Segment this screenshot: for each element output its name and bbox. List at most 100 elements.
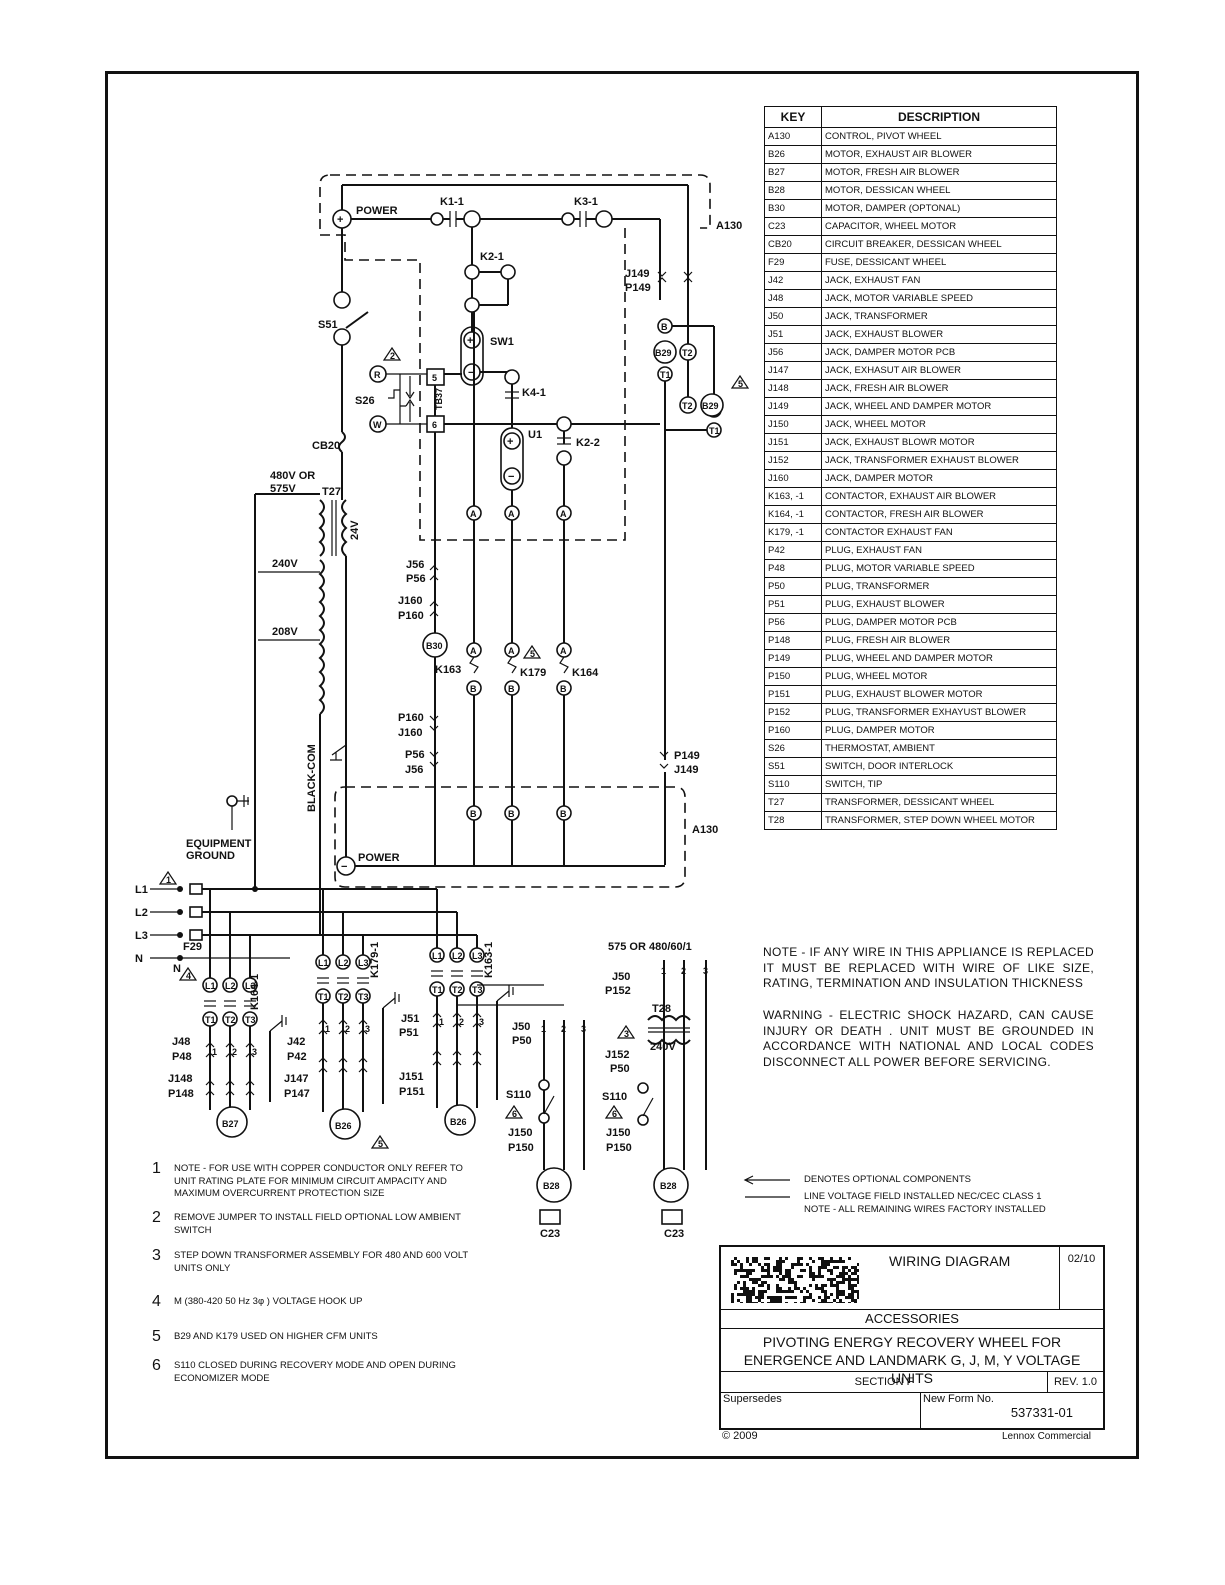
description-line-2: ENERGENCE AND LANDMARK G, J, M, Y VOLTAG…: [743, 1352, 1081, 1386]
s51-label: S51: [318, 319, 338, 331]
p150-label: P150: [508, 1142, 534, 1154]
key-description: PLUG, TRANSFORMER EXHAYUST BLOWER: [821, 703, 1057, 722]
power-label-top: POWER: [356, 205, 398, 217]
key-description: CONTACTOR EXHAUST FAN: [821, 523, 1057, 542]
svg-text:1: 1: [439, 1017, 444, 1027]
description-line-1: PIVOTING ENERGY RECOVERY WHEEL FOR: [762, 1334, 1062, 1350]
key-description: JACK, EXHAUST FAN: [821, 271, 1057, 290]
b29-label-a: B29: [655, 348, 672, 358]
key-description: TRANSFORMER, STEP DOWN WHEEL MOTOR: [821, 811, 1057, 830]
svg-text:B28: B28: [660, 1181, 677, 1191]
svg-text:A: A: [508, 509, 515, 519]
p50-label: P50: [512, 1035, 532, 1047]
j51-label: J51: [401, 1013, 419, 1025]
key-code: B26: [764, 145, 822, 164]
v480-575-a: 480V OR: [270, 470, 315, 482]
key-description: JACK, WHEEL MOTOR: [821, 415, 1057, 434]
svg-text:A: A: [470, 646, 477, 656]
svg-text:L3: L3: [472, 951, 483, 961]
key-code: J56: [764, 343, 822, 362]
sw1-label: SW1: [490, 336, 514, 348]
svg-text:A: A: [560, 646, 567, 656]
key-code: P50: [764, 577, 822, 596]
k2-2-label: K2-2: [576, 437, 600, 449]
svg-text:B26: B26: [335, 1121, 352, 1131]
svg-text:L3: L3: [245, 981, 256, 991]
j150-label: J150: [508, 1127, 532, 1139]
s110-label: S110: [506, 1089, 531, 1101]
key-code: CB20: [764, 235, 822, 254]
key-description: PLUG, EXHAUST FAN: [821, 541, 1057, 560]
title-cell: WIRING DIAGRAM: [720, 1246, 1060, 1310]
n2-label: N: [173, 963, 181, 975]
svg-text:B: B: [560, 809, 567, 819]
motor-b28-a: [536, 1167, 572, 1203]
l3-label: L3: [135, 930, 148, 942]
svg-text:B26: B26: [450, 1117, 467, 1127]
key-description: CONTACTOR, EXHAUST AIR BLOWER: [821, 487, 1057, 506]
svg-text:2: 2: [681, 966, 686, 976]
j149-label: J149: [625, 268, 649, 280]
svg-text:3: 3: [624, 1029, 629, 1039]
p50b-label: P50: [610, 1063, 630, 1075]
j150b-label: J150: [606, 1127, 630, 1139]
key-code: P160: [764, 721, 822, 740]
j42-label: J42: [287, 1036, 305, 1048]
key-header: KEY: [764, 106, 822, 128]
motor-b26-b: [444, 1104, 476, 1136]
key-description: MOTOR, EXHAUST AIR BLOWER: [821, 145, 1057, 164]
footnote-text: STEP DOWN TRANSFORMER ASSEMBLY FOR 480 A…: [174, 1250, 469, 1274]
svg-text:T3: T3: [472, 985, 483, 995]
k179-label: K179: [520, 667, 546, 679]
svg-text:L1: L1: [205, 981, 216, 991]
key-code: P152: [764, 703, 822, 722]
svg-text:B27: B27: [222, 1119, 239, 1129]
f29-label: F29: [183, 941, 202, 953]
key-code: J148: [764, 379, 822, 398]
legend-line-voltage: LINE VOLTAGE FIELD INSTALLED NEC/CEC CLA…: [804, 1191, 1042, 1202]
j56-label: J56: [406, 559, 424, 571]
key-code: T27: [764, 793, 822, 812]
v480-575-b: 575V: [270, 483, 296, 495]
svg-text:L3: L3: [358, 958, 369, 968]
t28-label: T28: [652, 1003, 671, 1015]
p160-label: P160: [398, 610, 424, 622]
key-code: P51: [764, 595, 822, 614]
p149-label: P149: [625, 282, 651, 294]
svg-text:2: 2: [459, 1017, 464, 1027]
key-description: TRANSFORMER, DESSICANT WHEEL: [821, 793, 1057, 812]
key-code: J42: [764, 271, 822, 290]
a130-control-box-bottom: [334, 786, 686, 888]
barcode-image: [731, 1257, 859, 1303]
key-description: CAPACITOR, WHEEL MOTOR: [821, 217, 1057, 236]
svg-text:6: 6: [512, 1109, 517, 1119]
key-description: PLUG, MOTOR VARIABLE SPEED: [821, 559, 1057, 578]
j149b-label: J149: [674, 764, 698, 776]
key-description: JACK, EXHAUST BLOWR MOTOR: [821, 433, 1057, 452]
svg-text:T2: T2: [682, 348, 693, 358]
n-label: N: [135, 953, 143, 965]
key-description: PLUG, TRANSFORMER: [821, 577, 1057, 596]
cb20-label: CB20: [312, 440, 340, 452]
a130-label-bottom: A130: [692, 824, 718, 836]
key-description: CONTROL, PIVOT WHEEL: [821, 127, 1057, 146]
company-name: Lennox Commercial: [1002, 1431, 1091, 1442]
svg-text:5: 5: [378, 1139, 383, 1149]
